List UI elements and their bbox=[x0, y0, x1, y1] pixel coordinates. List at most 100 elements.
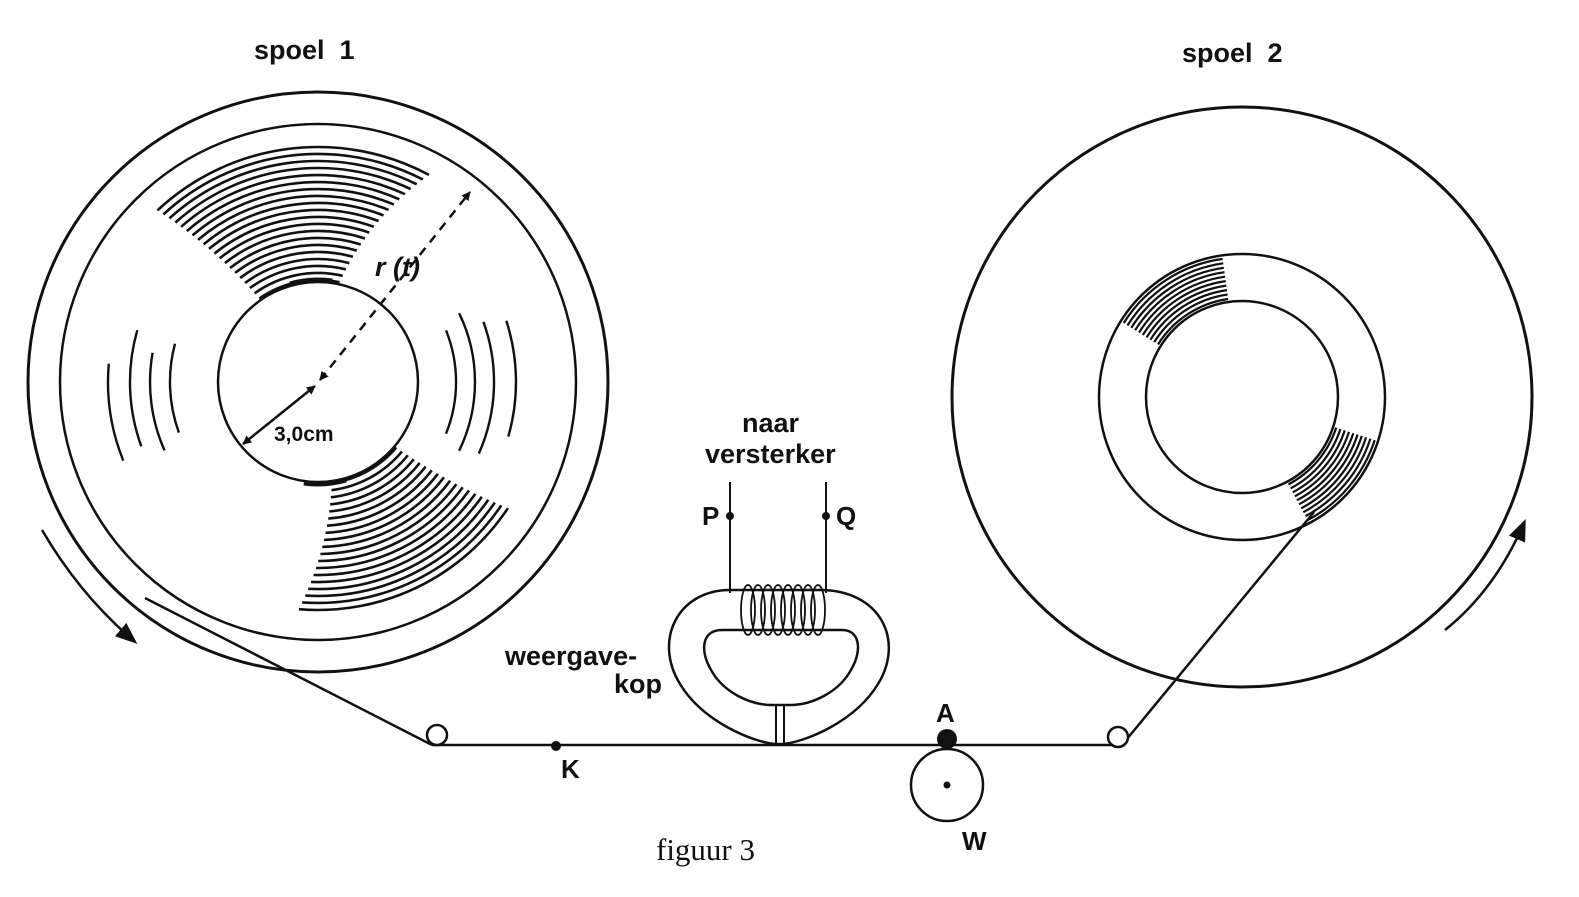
tape-winding-top bbox=[168, 159, 418, 220]
tape-winding-top bbox=[162, 152, 424, 216]
coil-winding bbox=[770, 584, 786, 636]
coil-winding bbox=[740, 584, 756, 636]
tape-winding-top bbox=[1134, 271, 1225, 331]
point-k-marker bbox=[551, 741, 561, 751]
tape-winding-bottom bbox=[316, 489, 471, 570]
tape-winding-bottom bbox=[1298, 434, 1359, 506]
reel-1-label: spoel 1 bbox=[254, 35, 355, 65]
tape-winding-top bbox=[174, 166, 412, 224]
tape-winding-top bbox=[180, 173, 406, 228]
tape-winding-bottom bbox=[1300, 435, 1363, 510]
head-label-line1: weergave- bbox=[504, 641, 637, 671]
labels: spoel 1 spoel 2 r (t) 3,0cm naar verster… bbox=[254, 35, 1283, 867]
tape-winding-top bbox=[1153, 293, 1228, 343]
tape-winding-bottom bbox=[308, 498, 490, 591]
tape-winding-bottom bbox=[324, 476, 446, 542]
guide-roller-right bbox=[1106, 725, 1130, 749]
radius-label: r (t) bbox=[375, 252, 420, 282]
dimension-arrows bbox=[242, 191, 471, 445]
point-k-label: K bbox=[561, 754, 580, 784]
tape-from-reel-1 bbox=[144, 596, 433, 747]
amplifier-label-line1: naar bbox=[742, 408, 800, 438]
tape-winding-top bbox=[1126, 262, 1224, 327]
tape-radius-arrow bbox=[319, 191, 471, 381]
reel-1 bbox=[26, 90, 610, 674]
reel-2 bbox=[950, 105, 1534, 689]
clockwise-arrow-icon bbox=[40, 529, 138, 644]
tape-winding-top bbox=[1130, 266, 1224, 329]
tape-winding-right bbox=[444, 329, 458, 435]
tape-winding-bottom bbox=[325, 473, 439, 535]
reel-2-outer-flange bbox=[950, 105, 1534, 689]
tape-winding-bottom bbox=[310, 495, 483, 584]
tape-winding-bottom bbox=[313, 492, 477, 577]
tape-winding-bottom bbox=[331, 450, 404, 492]
tape-winding-left bbox=[128, 329, 143, 447]
tape-winding-bottom bbox=[1294, 431, 1351, 498]
tape-winding-bottom bbox=[302, 504, 503, 605]
tape-winding-left bbox=[106, 363, 125, 462]
reel-2-label: spoel 2 bbox=[1182, 38, 1283, 68]
tape-winding-bottom bbox=[1287, 427, 1338, 486]
hub-dimension-label: 3,0cm bbox=[274, 423, 334, 446]
tape-winding-bottom bbox=[1290, 428, 1342, 490]
tape-winding-right bbox=[505, 320, 518, 437]
tape-winding-top bbox=[1141, 280, 1226, 336]
head-core-outer bbox=[667, 588, 890, 746]
tape-winding-bottom bbox=[326, 469, 433, 527]
tape-winding-bottom bbox=[305, 501, 496, 598]
tape-winding-bottom bbox=[330, 458, 415, 506]
tape-winding-top bbox=[1138, 275, 1226, 334]
tape-winding-bottom bbox=[1292, 430, 1346, 494]
reel-1-tape-windings bbox=[106, 145, 518, 612]
capstan-wheel-axle bbox=[943, 781, 951, 789]
terminal-q-label: Q bbox=[836, 501, 856, 531]
coil-winding bbox=[810, 584, 826, 636]
amplifier-label-line2: versterker bbox=[705, 439, 836, 469]
tape-start-bottom bbox=[303, 477, 347, 487]
capstan-wheel-w bbox=[909, 747, 985, 823]
tape-winding-right bbox=[458, 312, 477, 452]
tape-winding-right bbox=[477, 321, 496, 455]
reel-2-tape-windings bbox=[1122, 257, 1376, 522]
reel-1-outer-flange bbox=[26, 90, 610, 674]
tape-winding-top bbox=[244, 257, 350, 285]
reel-1-tape-pack bbox=[58, 122, 578, 642]
head-coil bbox=[740, 584, 826, 636]
tape-to-reel-2 bbox=[1121, 511, 1315, 746]
reel-2-tape-pack bbox=[1097, 252, 1387, 542]
coil-winding bbox=[780, 584, 796, 636]
coil-winding bbox=[750, 584, 766, 636]
playback-head bbox=[667, 482, 890, 746]
tape-winding-bottom bbox=[318, 486, 464, 563]
terminal-p-dot bbox=[726, 512, 734, 520]
guide-roller-left bbox=[425, 723, 449, 747]
tape-winding-bottom bbox=[1296, 432, 1355, 502]
tape-winding-bottom bbox=[328, 465, 427, 520]
figure-caption: figuur 3 bbox=[656, 832, 755, 867]
tape-winding-bottom bbox=[1302, 436, 1368, 514]
head-label-line2: kop bbox=[614, 669, 662, 699]
coil-winding bbox=[800, 584, 816, 636]
terminal-q-dot bbox=[822, 512, 830, 520]
wheel-w-label: W bbox=[962, 826, 987, 856]
tape-winding-bottom bbox=[1304, 438, 1372, 518]
tape-winding-bottom bbox=[330, 454, 409, 499]
tape-winding-bottom bbox=[322, 479, 452, 549]
tape-winding-top bbox=[1122, 257, 1223, 324]
tape-winding-bottom bbox=[329, 462, 421, 513]
reel-1-hub bbox=[216, 280, 420, 484]
coil-winding bbox=[760, 584, 776, 636]
tape-winding-left bbox=[148, 352, 166, 451]
tape-winding-top bbox=[1145, 284, 1227, 338]
tape-winding-top bbox=[1157, 297, 1229, 346]
head-core-inner bbox=[702, 628, 860, 707]
rotation-arrows bbox=[40, 518, 1526, 644]
point-a-pinch-roller bbox=[937, 729, 957, 749]
point-a-label: A bbox=[936, 698, 955, 728]
tape-winding-bottom bbox=[1306, 439, 1376, 522]
tape-winding-top bbox=[156, 145, 430, 212]
counterclockwise-arrow-icon bbox=[1444, 518, 1526, 631]
reel-2-hub bbox=[1144, 299, 1340, 495]
